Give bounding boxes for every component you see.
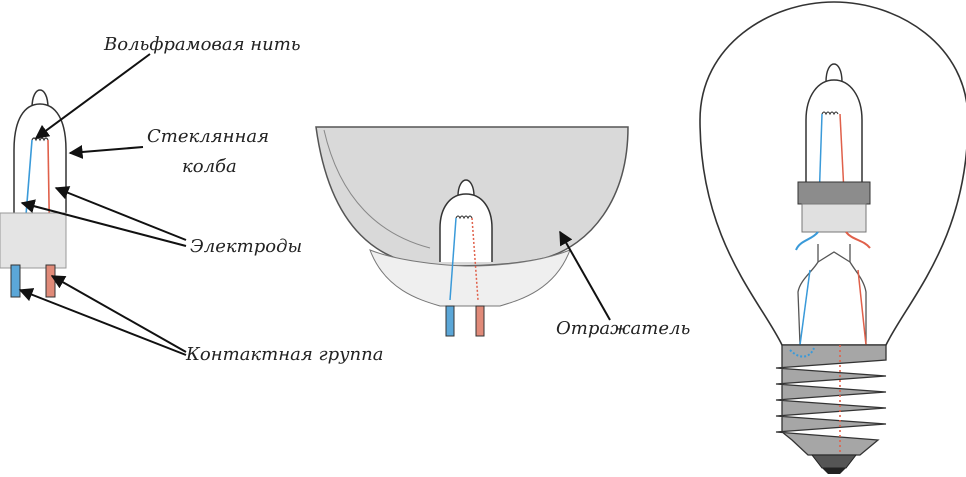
label-glass-bulb-line2: колба <box>182 156 237 177</box>
capsule-pinch-base <box>0 212 67 269</box>
arrow-electrode-right <box>54 186 187 241</box>
pear-bulb-lamp <box>699 1 966 474</box>
screw-socket <box>775 344 887 456</box>
label-electrodes: Электроды <box>190 236 302 257</box>
arrow-filament <box>34 53 151 139</box>
arrow-contact-left <box>18 288 187 356</box>
capsule-lamp <box>0 89 67 298</box>
capsule-pin-right <box>45 264 56 298</box>
reflector-bulb-glass <box>439 193 493 262</box>
inner-capsule-block <box>797 181 871 205</box>
capsule-tip <box>31 89 49 109</box>
reflector-lamp <box>315 126 629 337</box>
capsule-glass <box>13 103 67 213</box>
label-reflector: Отражатель <box>556 318 690 339</box>
label-glass-bulb-line1: Стеклянная <box>147 126 269 147</box>
callout-arrows <box>18 53 611 356</box>
arrow-reflector <box>559 230 611 321</box>
socket-tip-contact <box>810 454 858 469</box>
label-contact-group: Контактная группа <box>185 344 383 365</box>
label-filament: Вольфрамовая нить <box>103 34 301 55</box>
arrow-contact-right <box>50 275 187 353</box>
reflector-bulb-tip <box>457 179 475 197</box>
labels: Вольфрамовая нить Стеклянная колба Элект… <box>103 34 690 365</box>
inner-capsule-glass <box>805 79 863 182</box>
capsule-pin-left <box>10 264 21 298</box>
reflector-pin-right <box>475 305 485 337</box>
arrow-glass-bulb <box>68 144 144 159</box>
arrow-electrode-left <box>20 199 187 247</box>
reflector-pin-left <box>445 305 455 337</box>
